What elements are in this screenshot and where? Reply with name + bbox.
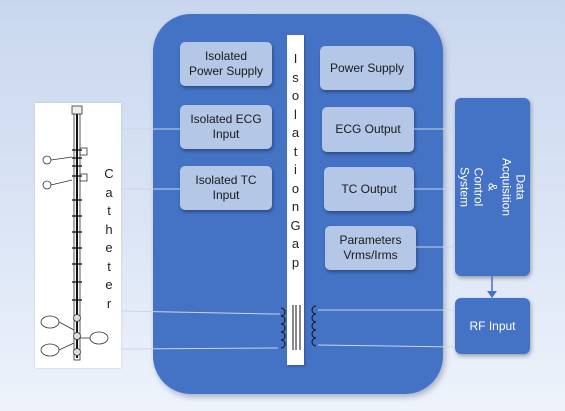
secondary-coil: [311, 305, 317, 347]
isolation-gap-letter: I: [293, 51, 298, 66]
data-acquisition-panel: [455, 98, 530, 276]
catheter-tip: [71, 105, 83, 115]
catheter-letter: e: [105, 277, 113, 292]
connector-catheter-coil-top: [120, 310, 280, 315]
catheter-letter: r: [106, 295, 112, 311]
isolation-gap-letter: t: [293, 143, 298, 159]
isolation-gap-letter: G: [290, 217, 301, 233]
primary-coil: [280, 307, 286, 349]
isolation-gap-bar: [287, 35, 304, 365]
isolated-power-supply-box: Isolated Power Supply: [180, 42, 272, 86]
isolation-gap-letter: l: [294, 106, 297, 122]
parameters-box: Parameters Vrms/Irms: [325, 226, 416, 270]
tc-output-box: TC Output: [324, 167, 414, 211]
sensor-square-1: [79, 147, 88, 156]
catheter-letter: C: [104, 166, 114, 181]
isolation-gap-letter: n: [291, 199, 300, 214]
isolation-gap-letter: i: [294, 162, 297, 177]
catheter-letter: h: [105, 221, 113, 237]
sensor-node-5: [89, 331, 109, 345]
isolated-ecg-input-box: Isolated ECG Input: [180, 105, 272, 149]
isolation-gap-letter: a: [291, 236, 300, 251]
isolation-gap-letter: s: [292, 69, 299, 85]
sensor-node-4: [40, 343, 60, 357]
arrow-daq-to-rf: [487, 276, 497, 298]
connector-catheter-coil-bottom: [120, 347, 279, 350]
isolated-tc-input-box: Isolated TC Input: [180, 166, 272, 210]
isolation-transformer: [280, 305, 317, 350]
isolation-gap-letter: o: [291, 180, 300, 196]
ecg-output-box: ECG Output: [322, 107, 414, 152]
isolation-gap-letter: o: [291, 88, 300, 103]
catheter-illustration: [40, 105, 109, 361]
rf-input-label: RF Input: [469, 319, 516, 333]
sensor-square-2: [79, 173, 88, 182]
catheter-letter: e: [105, 240, 113, 255]
sensor-node-3: [40, 315, 60, 329]
rf-input-box: RF Input: [455, 298, 530, 354]
connector-coil-rf-bottom: [317, 344, 456, 348]
sensor-node-2: [42, 180, 52, 190]
power-supply-box: Power Supply: [320, 46, 414, 90]
isolation-gap-letter: a: [291, 125, 300, 140]
connector-lines: [120, 128, 456, 350]
catheter-letter: t: [107, 203, 111, 218]
catheter-letter: a: [105, 184, 113, 200]
isolation-gap-letter: p: [291, 254, 300, 270]
sensor-node-1: [42, 155, 52, 165]
catheter-letter: t: [107, 258, 111, 274]
